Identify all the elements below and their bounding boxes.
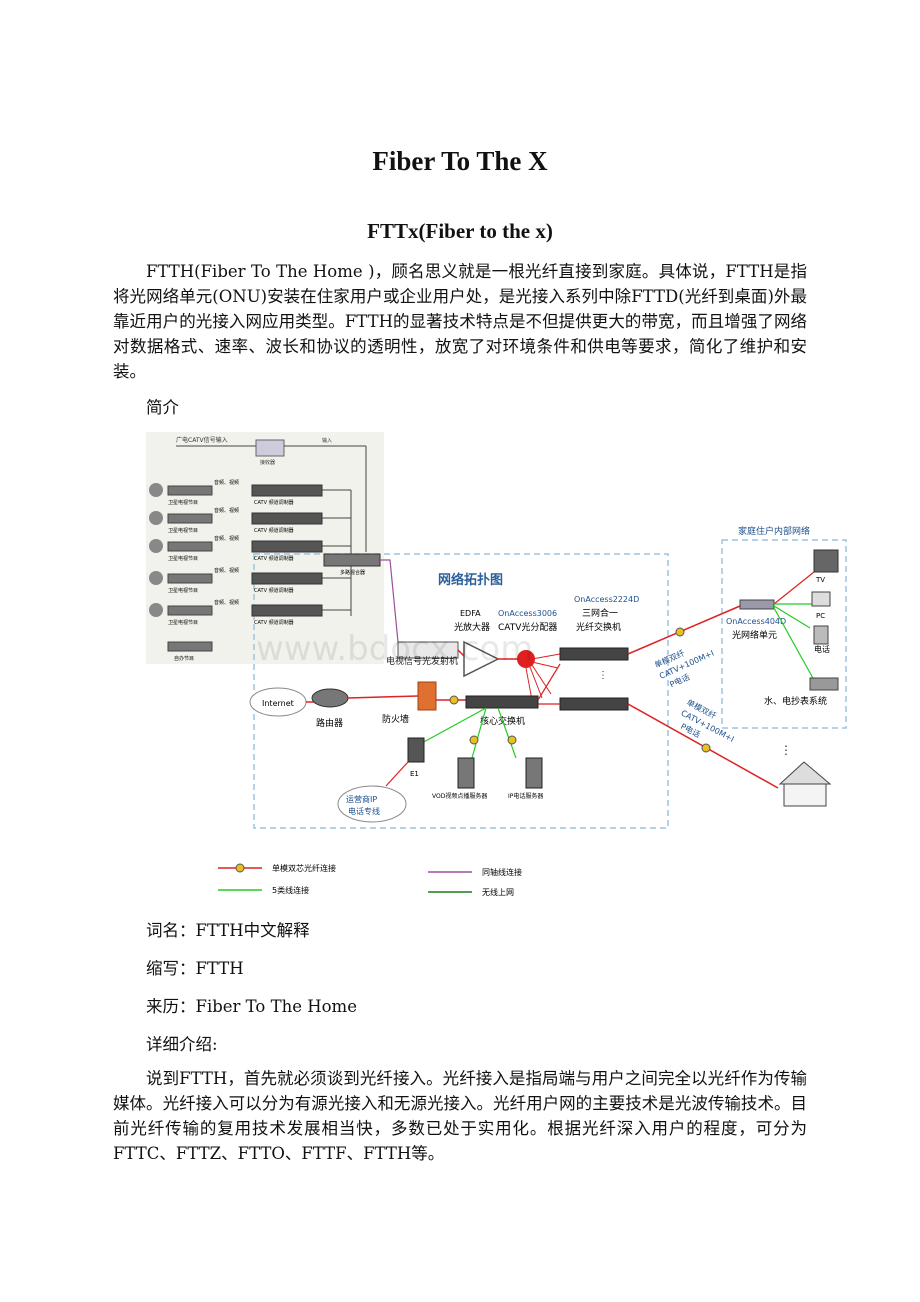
transmitter-label: 电视信号光发射机: [386, 655, 458, 667]
meter-icon: [809, 677, 839, 691]
e1-gateway-icon: [407, 737, 425, 763]
satellite-dish-icon: [149, 603, 163, 617]
headend-input-label: 广电CATV信号输入: [176, 436, 228, 444]
satellite-dish-icon: [149, 571, 163, 585]
svg-text:卫星电视节目: 卫星电视节目: [168, 555, 198, 562]
switch-ellipsis: ⋮: [598, 670, 608, 681]
onu-label: 光网络单元: [732, 629, 777, 641]
page-title: Fiber To The X: [372, 146, 548, 176]
origin-line: 来历：Fiber To The Home: [146, 997, 357, 1016]
legend-fiber: 单模双芯光纤连接: [272, 863, 336, 873]
detail-paragraph: 说到FTTH，首先就必须谈到光纤接入。光纤接入是指局端与用户之间完全以光纤作为传…: [113, 1069, 807, 1163]
fiber-switch-2: [559, 697, 629, 711]
detail-label: 详细介绍:: [146, 1035, 218, 1054]
tv-icon: [813, 549, 839, 573]
edfa-label: EDFA: [460, 609, 481, 618]
pc-label: PC: [816, 612, 825, 620]
router-label: 路由器: [316, 717, 343, 729]
ftth-network-diagram: 广电CATV信号输入 接收器 输入 音频、视频 CATV 频道调制器 卫星电视节…: [146, 432, 847, 897]
splitter-icon: [517, 650, 535, 668]
ip-server-icon: [525, 757, 543, 789]
svg-text:音频、视频: 音频、视频: [214, 507, 239, 514]
input-label-top: 输入: [322, 437, 332, 444]
svg-text:音频、视频: 音频、视频: [214, 567, 239, 574]
topology-title: 网络拓扑图: [438, 572, 503, 588]
satellite-dish-icon: [149, 539, 163, 553]
house-icon: [778, 761, 832, 785]
svg-text:音频、视频: 音频、视频: [214, 599, 239, 606]
legend-cat5: 5类线连接: [272, 885, 309, 895]
fiber-switch-1: [559, 647, 629, 661]
meter-label: 水、电抄表系统: [764, 695, 827, 707]
switch-cn2: 光纤交换机: [576, 621, 621, 633]
home-frame: [721, 539, 847, 729]
edfa-cn-label: 光放大器: [454, 621, 490, 633]
edfa-amplifier-icon: [463, 640, 500, 678]
topology-frame: [253, 553, 669, 829]
carrier-cloud-icon: [337, 785, 407, 823]
svg-text:音频、视频: 音频、视频: [214, 479, 239, 486]
switch-model: OnAccess2224D: [574, 595, 639, 604]
phone-icon: [813, 625, 829, 645]
intro-paragraph: FTTH(Fiber To The Home )，顾名思义就是一根光纤直接到家庭…: [113, 262, 807, 381]
svg-text:音频、视频: 音频、视频: [214, 535, 239, 542]
splitter-label: CATV光分配器: [498, 621, 557, 633]
phone-label: 电话: [814, 644, 830, 654]
core-switch-box: [465, 695, 539, 709]
watermark: www.bdocx.com: [256, 629, 533, 669]
section-label: 简介: [146, 398, 179, 417]
legend-coax: 同轴线连接: [482, 867, 522, 877]
satellite-rows: 音频、视频 CATV 频道调制器 卫星电视节目 音频、视频 CATV 频道调制器…: [149, 479, 351, 662]
svg-text:CATV 频道调制器: CATV 频道调制器: [254, 587, 294, 594]
ip-server-label: IP电话服务器: [508, 792, 543, 800]
receiver-label: 接收器: [260, 459, 275, 466]
abbr-line: 缩写：FTTH: [146, 959, 244, 978]
home-ellipsis: ⋮: [780, 743, 792, 757]
vod-label: VOD视频点播服务器: [432, 792, 487, 800]
home-title: 家庭住户内部网络: [738, 525, 810, 537]
svg-text:CATV 频道调制器: CATV 频道调制器: [254, 527, 294, 534]
switch-cn1: 三网合一: [582, 607, 618, 619]
satellite-dish-icon: [149, 483, 163, 497]
legend: 单模双芯光纤连接 5类线连接 同轴线连接 无线上网: [218, 863, 522, 897]
svg-text:CATV 频道调制器: CATV 频道调制器: [254, 555, 294, 562]
section-title: FTTx(Fiber to the x): [367, 219, 553, 243]
vod-server-icon: [457, 757, 475, 789]
receiver-box: [255, 439, 285, 457]
firewall-label: 防火墙: [382, 713, 409, 725]
svg-text:CATV 频道调制器: CATV 频道调制器: [254, 499, 294, 506]
onu-box: [739, 599, 775, 610]
legend-wireless: 无线上网: [482, 887, 514, 897]
svg-text:卫星电视节目: 卫星电视节目: [168, 619, 198, 626]
onu-model: OnAccess404D: [726, 617, 786, 626]
tv-label: TV: [815, 576, 825, 584]
satellite-dish-icon: [149, 511, 163, 525]
splitter-model: OnAccess3006: [498, 609, 557, 618]
svg-text:CATV 频道调制器: CATV 频道调制器: [254, 619, 294, 626]
combiner-box: [323, 553, 381, 567]
firewall-icon: [417, 681, 437, 711]
svg-text:卫星电视节目: 卫星电视节目: [168, 499, 198, 506]
pc-icon: [811, 591, 831, 607]
combiner-label: 多路混合器: [340, 569, 365, 576]
e1-label: E1: [410, 770, 419, 778]
router-icon: [311, 688, 349, 708]
svg-text:卫星电视节目: 卫星电视节目: [168, 527, 198, 534]
svg-text:自办节目: 自办节目: [174, 655, 194, 662]
internet-label: Internet: [262, 699, 294, 708]
term-line: 词名：FTTH中文解释: [146, 921, 310, 940]
svg-text:卫星电视节目: 卫星电视节目: [168, 587, 198, 594]
carrier-label-2: 电话专线: [348, 806, 380, 816]
carrier-label-1: 运营商IP: [346, 794, 377, 804]
